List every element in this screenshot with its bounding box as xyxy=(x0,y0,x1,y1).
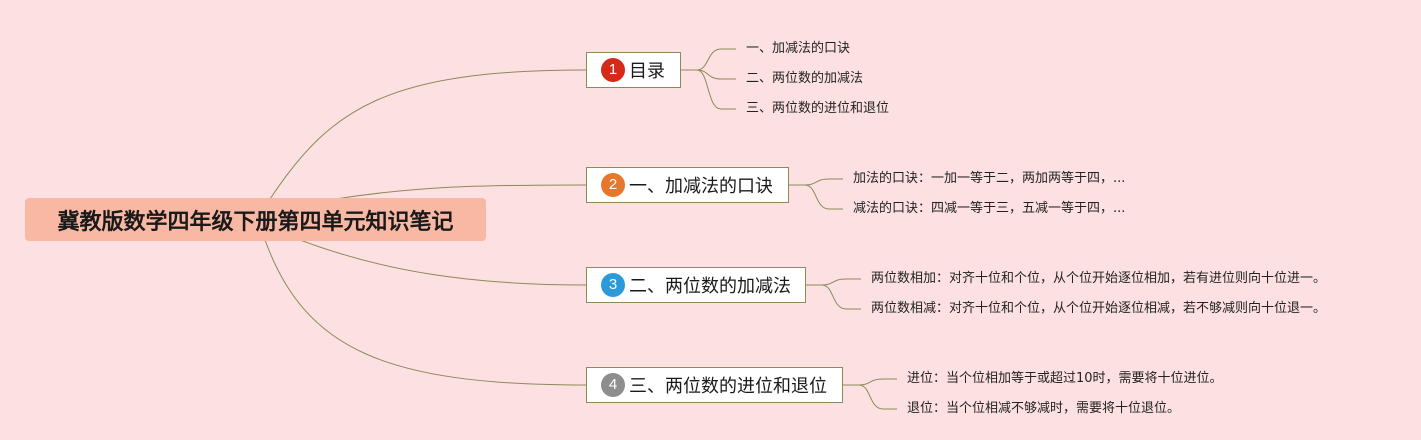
number-badge-icon: 4 xyxy=(601,373,625,397)
number-badge-icon: 3 xyxy=(601,273,625,297)
branch-label: 一、加减法的口诀 xyxy=(629,176,773,197)
leaf-topic[interactable]: 一、加减法的口诀 xyxy=(746,41,851,56)
leaf-connector-1-1 xyxy=(681,48,736,71)
number-badge-icon: 2 xyxy=(601,173,625,197)
branch-label: 二、两位数的加减法 xyxy=(629,276,791,297)
branch-label: 三、两位数的进位和退位 xyxy=(629,376,827,397)
leaf-topic[interactable]: 两位数相减：对齐十位和个位，从个位开始逐位相减，若不够减则向十位退一。 xyxy=(871,301,1327,316)
leaf-topic[interactable]: 退位：当个位相减不够减时，需要将十位退位。 xyxy=(907,401,1181,416)
leaf-topic[interactable]: 两位数相加：对齐十位和个位，从个位开始逐位相加，若有进位则向十位进一。 xyxy=(871,271,1327,286)
leaf-topic[interactable]: 进位：当个位相加等于或超过10时，需要将十位进位。 xyxy=(907,371,1223,386)
leaf-topic[interactable]: 减法的口诀：四减一等于三，五减一等于四，... xyxy=(853,201,1126,216)
leaf-topic[interactable]: 二、两位数的加减法 xyxy=(746,71,864,86)
root-connector-1 xyxy=(269,69,587,200)
leaf-connector-2-2 xyxy=(789,184,843,210)
leaf-connector-4-1 xyxy=(843,378,897,386)
root-connector-2 xyxy=(334,184,587,200)
leaf-connector-1-3 xyxy=(681,69,736,110)
leaf-connector-3-1 xyxy=(806,278,861,286)
leaf-connector-4-2 xyxy=(843,384,897,410)
leaf-connector-2-1 xyxy=(789,178,843,186)
leaf-connector-1-2 xyxy=(681,69,736,80)
leaf-topic[interactable]: 三、两位数的进位和退位 xyxy=(746,101,890,116)
number-badge-icon: 1 xyxy=(601,58,625,82)
leaf-connector-3-2 xyxy=(806,284,861,310)
root-connector-3 xyxy=(299,239,587,286)
root-topic[interactable]: 冀教版数学四年级下册第四单元知识笔记 xyxy=(25,198,486,241)
branch-label: 目录 xyxy=(629,61,665,82)
root-connector-4 xyxy=(264,239,587,386)
leaf-topic[interactable]: 加法的口诀：一加一等于二，两加两等于四，... xyxy=(853,171,1126,186)
